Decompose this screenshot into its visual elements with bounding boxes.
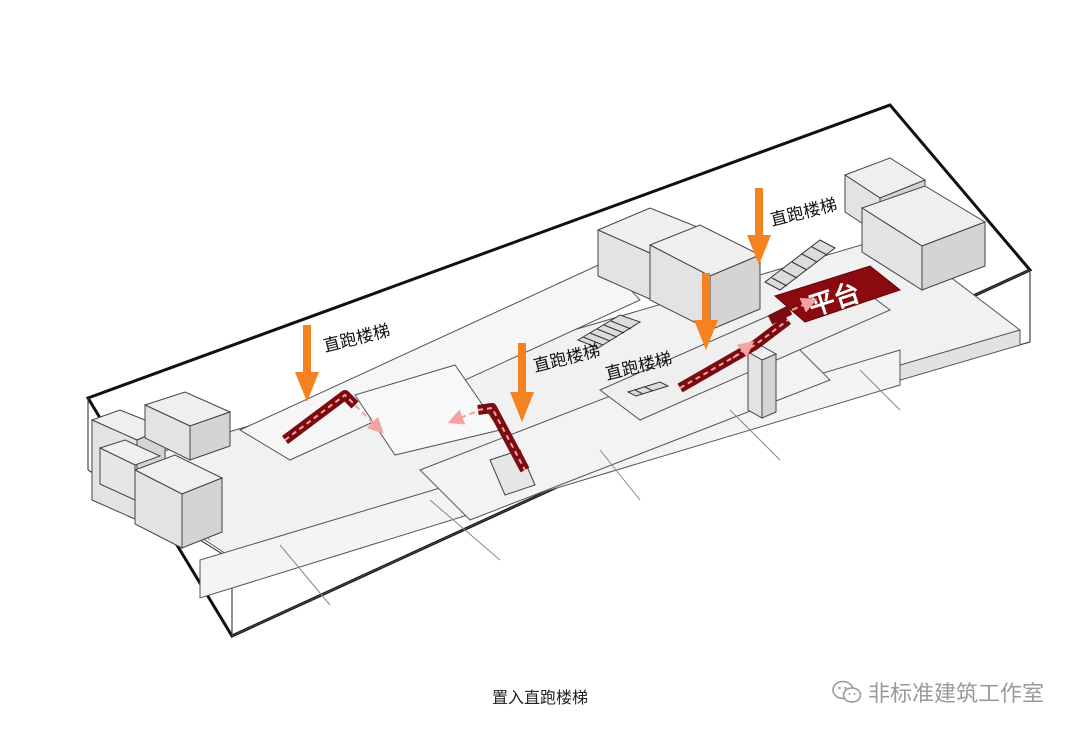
orange-arrow-icon (694, 273, 718, 350)
hatched-stairs (576, 239, 836, 397)
orange-arrow-icon (747, 188, 771, 265)
floor-plates (98, 234, 1022, 606)
insertion-arrows (295, 188, 771, 422)
watermark-text: 非标准建筑工作室 (867, 682, 1044, 707)
orange-arrow-icon (295, 325, 319, 402)
path-arrows (354, 297, 818, 434)
watermark: 非标准建筑工作室 (832, 676, 1044, 708)
inserted-stairs (282, 305, 793, 473)
volumes (90, 157, 987, 549)
wechat-icon (832, 680, 862, 703)
stair-label: 直跑楼梯 (768, 195, 839, 231)
stair-label: 直跑楼梯 (321, 321, 392, 357)
diagram-caption: 置入直跑楼梯 (491, 688, 588, 707)
orange-arrow-icon (510, 343, 534, 422)
